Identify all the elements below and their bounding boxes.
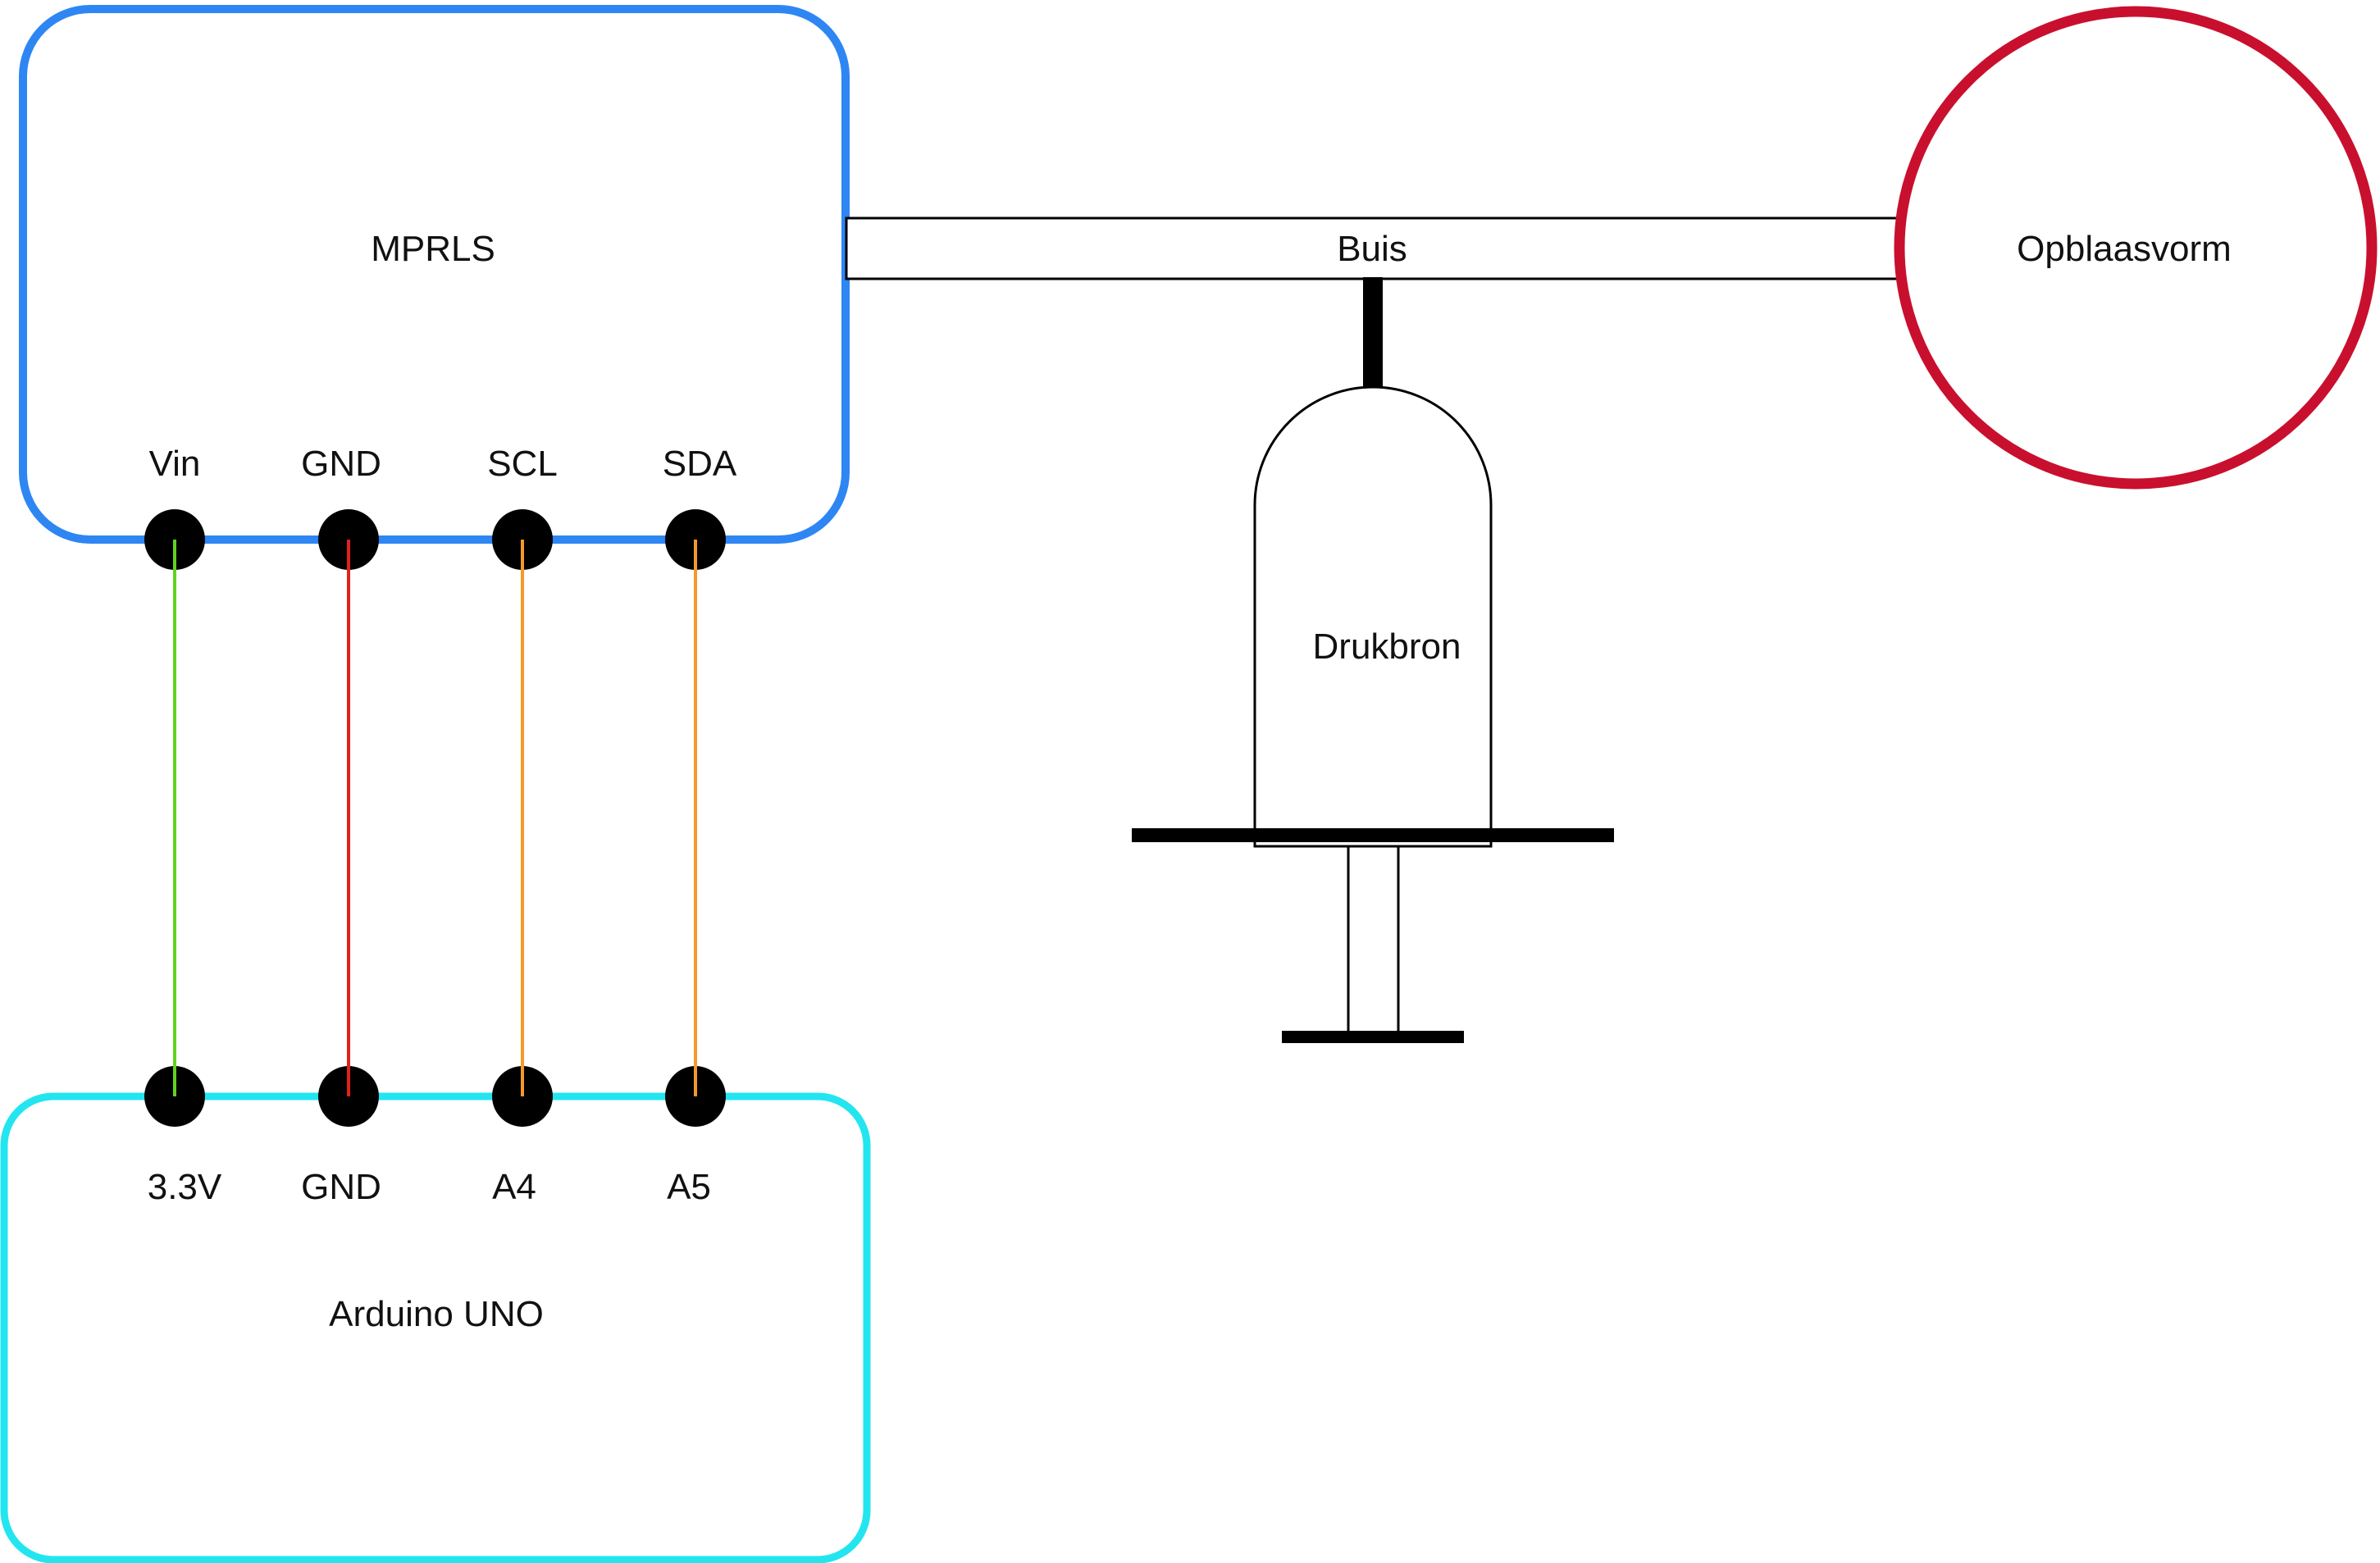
syringe-plunger-handle: [1282, 1031, 1464, 1043]
mprls-board: MPRLS Vin GND SCL SDA: [19, 5, 850, 544]
tube-label: Buis: [1337, 229, 1407, 269]
mprls-pin-label-sda: SDA: [663, 444, 737, 484]
tube: Buis: [845, 216, 1899, 280]
arduino-pin-label-a4: A4: [492, 1167, 536, 1207]
mprls-label: MPRLS: [371, 229, 495, 269]
wire-overlays: [173, 540, 697, 1096]
arduino-board: Arduino UNO 3.3V GND A4 A5: [0, 1092, 871, 1563]
syringe-flange: [1132, 828, 1614, 842]
syringe: Drukbron: [1132, 277, 1614, 1043]
mprls-pin-label-vin: Vin: [149, 444, 201, 484]
balloon: Opblaasvorm: [1894, 6, 2378, 490]
arduino-pin-label-a5: A5: [667, 1167, 711, 1207]
arduino-label: Arduino UNO: [329, 1294, 544, 1334]
balloon-label: Opblaasvorm: [2017, 229, 2232, 269]
syringe-barrel: [1253, 385, 1493, 848]
mprls-pin-label-gnd: GND: [301, 444, 381, 484]
syringe-label: Drukbron: [1313, 627, 1461, 667]
syringe-connector: [1363, 277, 1383, 390]
tube-outline: [845, 216, 1899, 280]
arduino-pin-label-gnd: GND: [301, 1167, 381, 1207]
pins: [144, 509, 726, 1127]
balloon-outline: [1894, 6, 2378, 490]
arduino-pin-label-3v3: 3.3V: [148, 1167, 222, 1207]
arduino-board-outline: [0, 1092, 871, 1563]
mprls-pin-label-scl: SCL: [487, 444, 558, 484]
wires: [173, 540, 697, 1096]
